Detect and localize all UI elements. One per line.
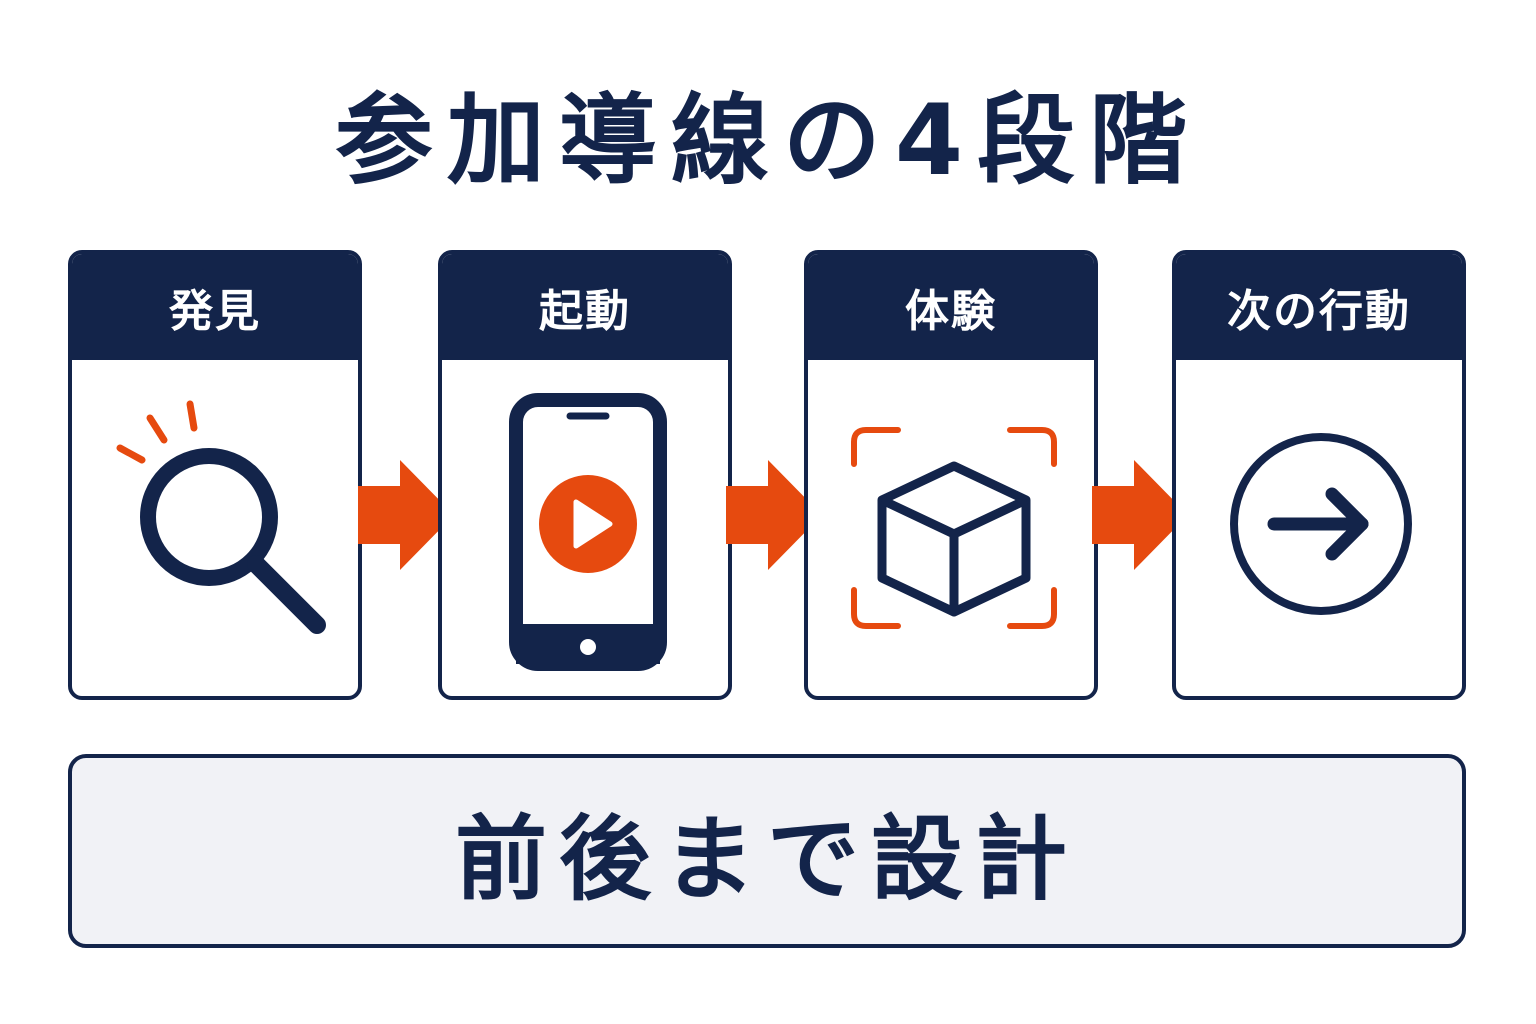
cube-scan-icon [851,427,1057,629]
stage-card-next-action: 次の行動 [1172,250,1466,700]
footer-text: 前後まで設計 [454,805,1079,913]
stage-card-experience: 体験 [804,250,1098,700]
stage-header-next-action: 次の行動 [1176,254,1462,360]
stage-body-experience [808,360,1094,696]
diagram-title: 参加導線の4段階 [334,84,1202,198]
flow-arrow-icon [358,460,454,570]
stage-header-discovery: 発見 [72,254,358,360]
stage-body-discovery [72,360,358,696]
smartphone-play-icon [509,393,667,671]
flow-arrow-icon [1092,460,1188,570]
footer-box: 前後まで設計 [68,754,1466,948]
stage-card-discovery: 発見 [68,250,362,700]
stage-card-launch: 起動 [438,250,732,700]
stage-body-launch [442,360,728,696]
stage-header-launch: 起動 [442,254,728,360]
stage-header-experience: 体験 [808,254,1094,360]
flow-arrow-icon [726,460,822,570]
stage-body-next-action [1176,360,1462,696]
magnifying-glass-icon [116,400,326,634]
arrow-circle-icon [1230,433,1412,615]
